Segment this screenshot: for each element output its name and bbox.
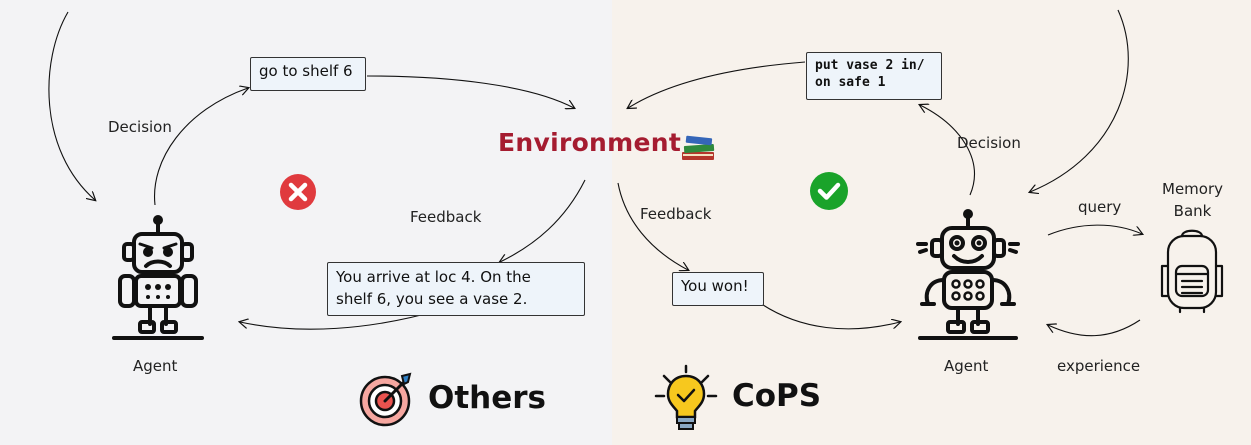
left-action-text: go to shelf 6 [259, 62, 353, 80]
success-check-icon [810, 172, 848, 210]
memory-bank-label: Memory Bank [1162, 178, 1223, 222]
memory-bank-backpack-icon [1160, 229, 1224, 314]
memory-bank-line-2: Bank [1173, 202, 1212, 220]
left-feedback-label: Feedback [410, 208, 482, 226]
right-incoming-arrow [1030, 9, 1129, 192]
right-feedback-to-agent-arrow [759, 302, 900, 330]
right-feedback-box: You won! [672, 272, 764, 306]
query-arrow [1047, 224, 1142, 235]
experience-arrow [1048, 319, 1141, 337]
left-action-to-env-arrow [366, 75, 574, 108]
cops-method-name: CoPS [732, 378, 822, 414]
right-agent-label: Agent [944, 357, 989, 375]
fail-x-icon [280, 174, 316, 210]
lightbulb-idea-icon [654, 364, 718, 430]
right-action-line-2: on safe 1 [815, 75, 886, 90]
right-action-line-1: put vase 2 in/ [815, 58, 925, 73]
left-feedback-box: You arrive at loc 4. On the shelf 6, you… [327, 262, 585, 316]
books-icon [682, 135, 715, 160]
left-feedback-line-1: You arrive at loc 4. On the [336, 268, 531, 286]
right-feedback-text: You won! [681, 277, 749, 295]
left-decision-arrow [153, 88, 248, 206]
left-env-to-feedback-arrow [500, 179, 586, 262]
sad-robot-agent-icon [112, 215, 204, 340]
left-action-box: go to shelf 6 [250, 57, 366, 91]
left-incoming-arrow [48, 11, 95, 200]
right-feedback-label: Feedback [640, 205, 712, 223]
memory-bank-line-1: Memory [1162, 180, 1224, 198]
left-feedback-to-agent-arrow [240, 309, 441, 330]
happy-robot-agent-icon [916, 209, 1020, 340]
right-decision-label: Decision [957, 134, 1021, 152]
right-decision-arrow [920, 105, 975, 196]
left-feedback-line-2: shelf 6, you see a vase 2. [336, 290, 528, 308]
left-decision-label: Decision [108, 118, 172, 136]
experience-label: experience [1057, 357, 1141, 375]
others-method-name: Others [428, 380, 547, 416]
right-action-to-env-arrow [628, 61, 806, 108]
query-label: query [1078, 198, 1122, 216]
right-action-box: put vase 2 in/ on safe 1 [806, 52, 942, 100]
environment-title: Environment [498, 128, 682, 157]
target-dart-icon [359, 372, 412, 427]
left-agent-label: Agent [133, 357, 178, 375]
right-env-to-feedback-arrow [617, 182, 688, 270]
